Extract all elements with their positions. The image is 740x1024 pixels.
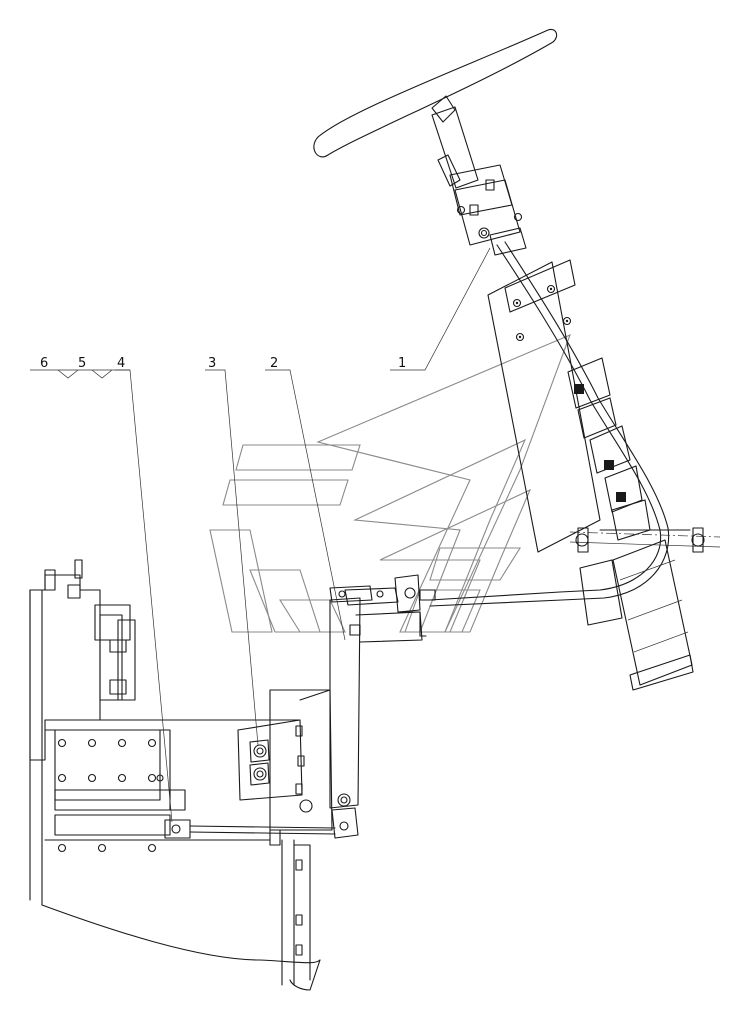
hydraulic-hose <box>429 241 670 607</box>
callout-2: 2 <box>270 356 278 371</box>
callout-3: 3 <box>208 356 216 371</box>
steering-gear <box>579 539 694 691</box>
callout-4: 4 <box>117 356 125 371</box>
leader-2 <box>265 369 346 641</box>
steering-column-upper <box>431 106 527 256</box>
column-bracket <box>487 259 601 553</box>
callout-6: 6 <box>40 356 48 371</box>
floor-line <box>569 527 721 553</box>
pedal-lever <box>329 574 436 839</box>
leader-4 <box>115 369 173 823</box>
callout-labels: 1 2 3 4 5 6 <box>40 356 406 371</box>
leader-1 <box>390 247 491 371</box>
leader-lines <box>30 247 491 823</box>
leader-tick-5b <box>91 369 113 379</box>
watermark-logo <box>209 333 571 633</box>
universal-joints <box>567 357 651 541</box>
steering-wheel <box>313 28 558 158</box>
leader-tick-5a <box>57 369 79 379</box>
valve-block <box>237 689 333 831</box>
callout-1: 1 <box>398 356 406 371</box>
push-rod <box>164 819 336 839</box>
callout-5: 5 <box>78 356 86 371</box>
leader-3 <box>205 369 259 746</box>
transmission-housing <box>29 559 321 991</box>
